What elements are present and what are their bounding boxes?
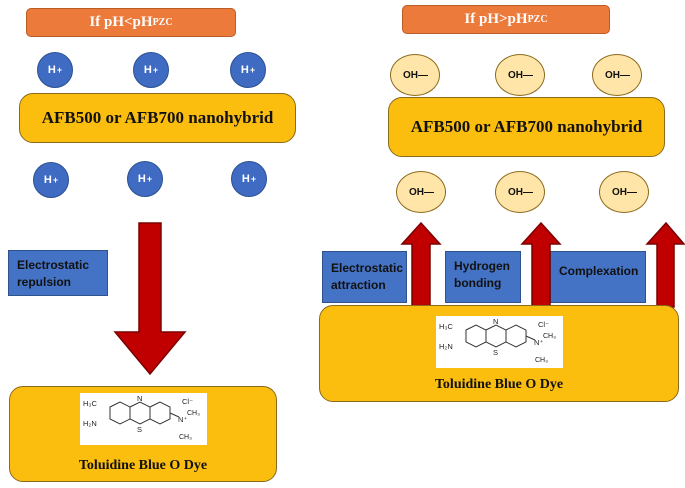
molecule-amine: H₂N [83,419,97,428]
up-arrow-icon-3 [645,222,685,308]
molecule-s: S [137,425,142,434]
right-condition-sub: PZC [527,14,548,25]
h-ion-bottom-1: H+ [33,162,69,198]
molecule-chloride: Cl⁻ [538,320,549,329]
h-ion-top-1: H+ [37,52,73,88]
molecule-nplus: N⁺ [534,338,543,347]
down-arrow-icon [113,222,187,376]
electrostatic-attraction-box: Electrostatic attraction [322,251,407,303]
left-condition-text: If pH<pH [89,14,153,30]
molecule-methyl-2: CH₃ [179,434,192,441]
hbond-line-1: Hydrogen [454,259,511,273]
complexation-box: Complexation [550,251,646,303]
left-nanohybrid-label: AFB500 or AFB700 nanohybrid [41,108,274,127]
left-dye-label: Toluidine Blue O Dye [78,458,208,473]
h-ion-bottom-3: H+ [231,161,267,197]
h-ion-bottom-2: H+ [127,161,163,197]
molecule-n: N [137,394,142,403]
left-condition-sub: PZC [152,17,173,28]
molecule-n: N [493,317,498,326]
molecule-chloride: Cl⁻ [182,397,193,406]
toluidine-blue-molecule-icon: H₃C H₂N N S N⁺ CH₃ CH₃ Cl⁻ [80,393,207,445]
attraction-line-2: attraction [331,278,386,292]
attraction-line-1: Electrostatic [331,261,404,275]
molecule-methyl-left: H₃C [83,399,97,408]
molecule-s: S [493,348,498,357]
up-arrow-icon-2 [520,222,562,308]
oh-ion-top-3: OH— [592,54,642,96]
molecule-methyl-1: CH₃ [543,333,556,340]
oh-ion-top-2: OH— [495,54,545,96]
oh-ion-bottom-3: OH— [599,171,649,213]
mechanism-line-1: Electrostatic [17,258,90,272]
right-nanohybrid-slab: AFB500 or AFB700 nanohybrid [388,97,665,157]
right-dye-label: Toluidine Blue O Dye [434,377,564,392]
left-nanohybrid-slab: AFB500 or AFB700 nanohybrid [19,93,296,143]
molecule-nplus: N⁺ [178,415,187,424]
oh-ion-bottom-1: OH— [396,171,446,213]
toluidine-blue-molecule-icon: H₃C H₂N N S N⁺ CH₃ CH₃ Cl⁻ [436,316,563,368]
molecule-methyl-left: H₃C [439,322,453,331]
hbond-line-2: bonding [454,276,502,290]
molecule-methyl-1: CH₃ [187,410,200,417]
molecule-methyl-2: CH₃ [535,357,548,364]
oh-ion-top-1: OH— [390,54,440,96]
molecule-amine: H₂N [439,342,453,351]
right-nanohybrid-label: AFB500 or AFB700 nanohybrid [410,117,643,136]
h-ion-top-3: H+ [230,52,266,88]
electrostatic-repulsion-box: Electrostatic repulsion [8,250,108,296]
oh-ion-bottom-2: OH— [495,171,545,213]
mechanism-line-2: repulsion [17,275,72,289]
right-condition-text: If pH>pH [464,11,528,27]
complexation-line-1: Complexation [559,264,639,278]
up-arrow-icon-1 [400,222,442,308]
h-ion-top-2: H+ [133,52,169,88]
hydrogen-bonding-box: Hydrogen bonding [445,251,521,303]
